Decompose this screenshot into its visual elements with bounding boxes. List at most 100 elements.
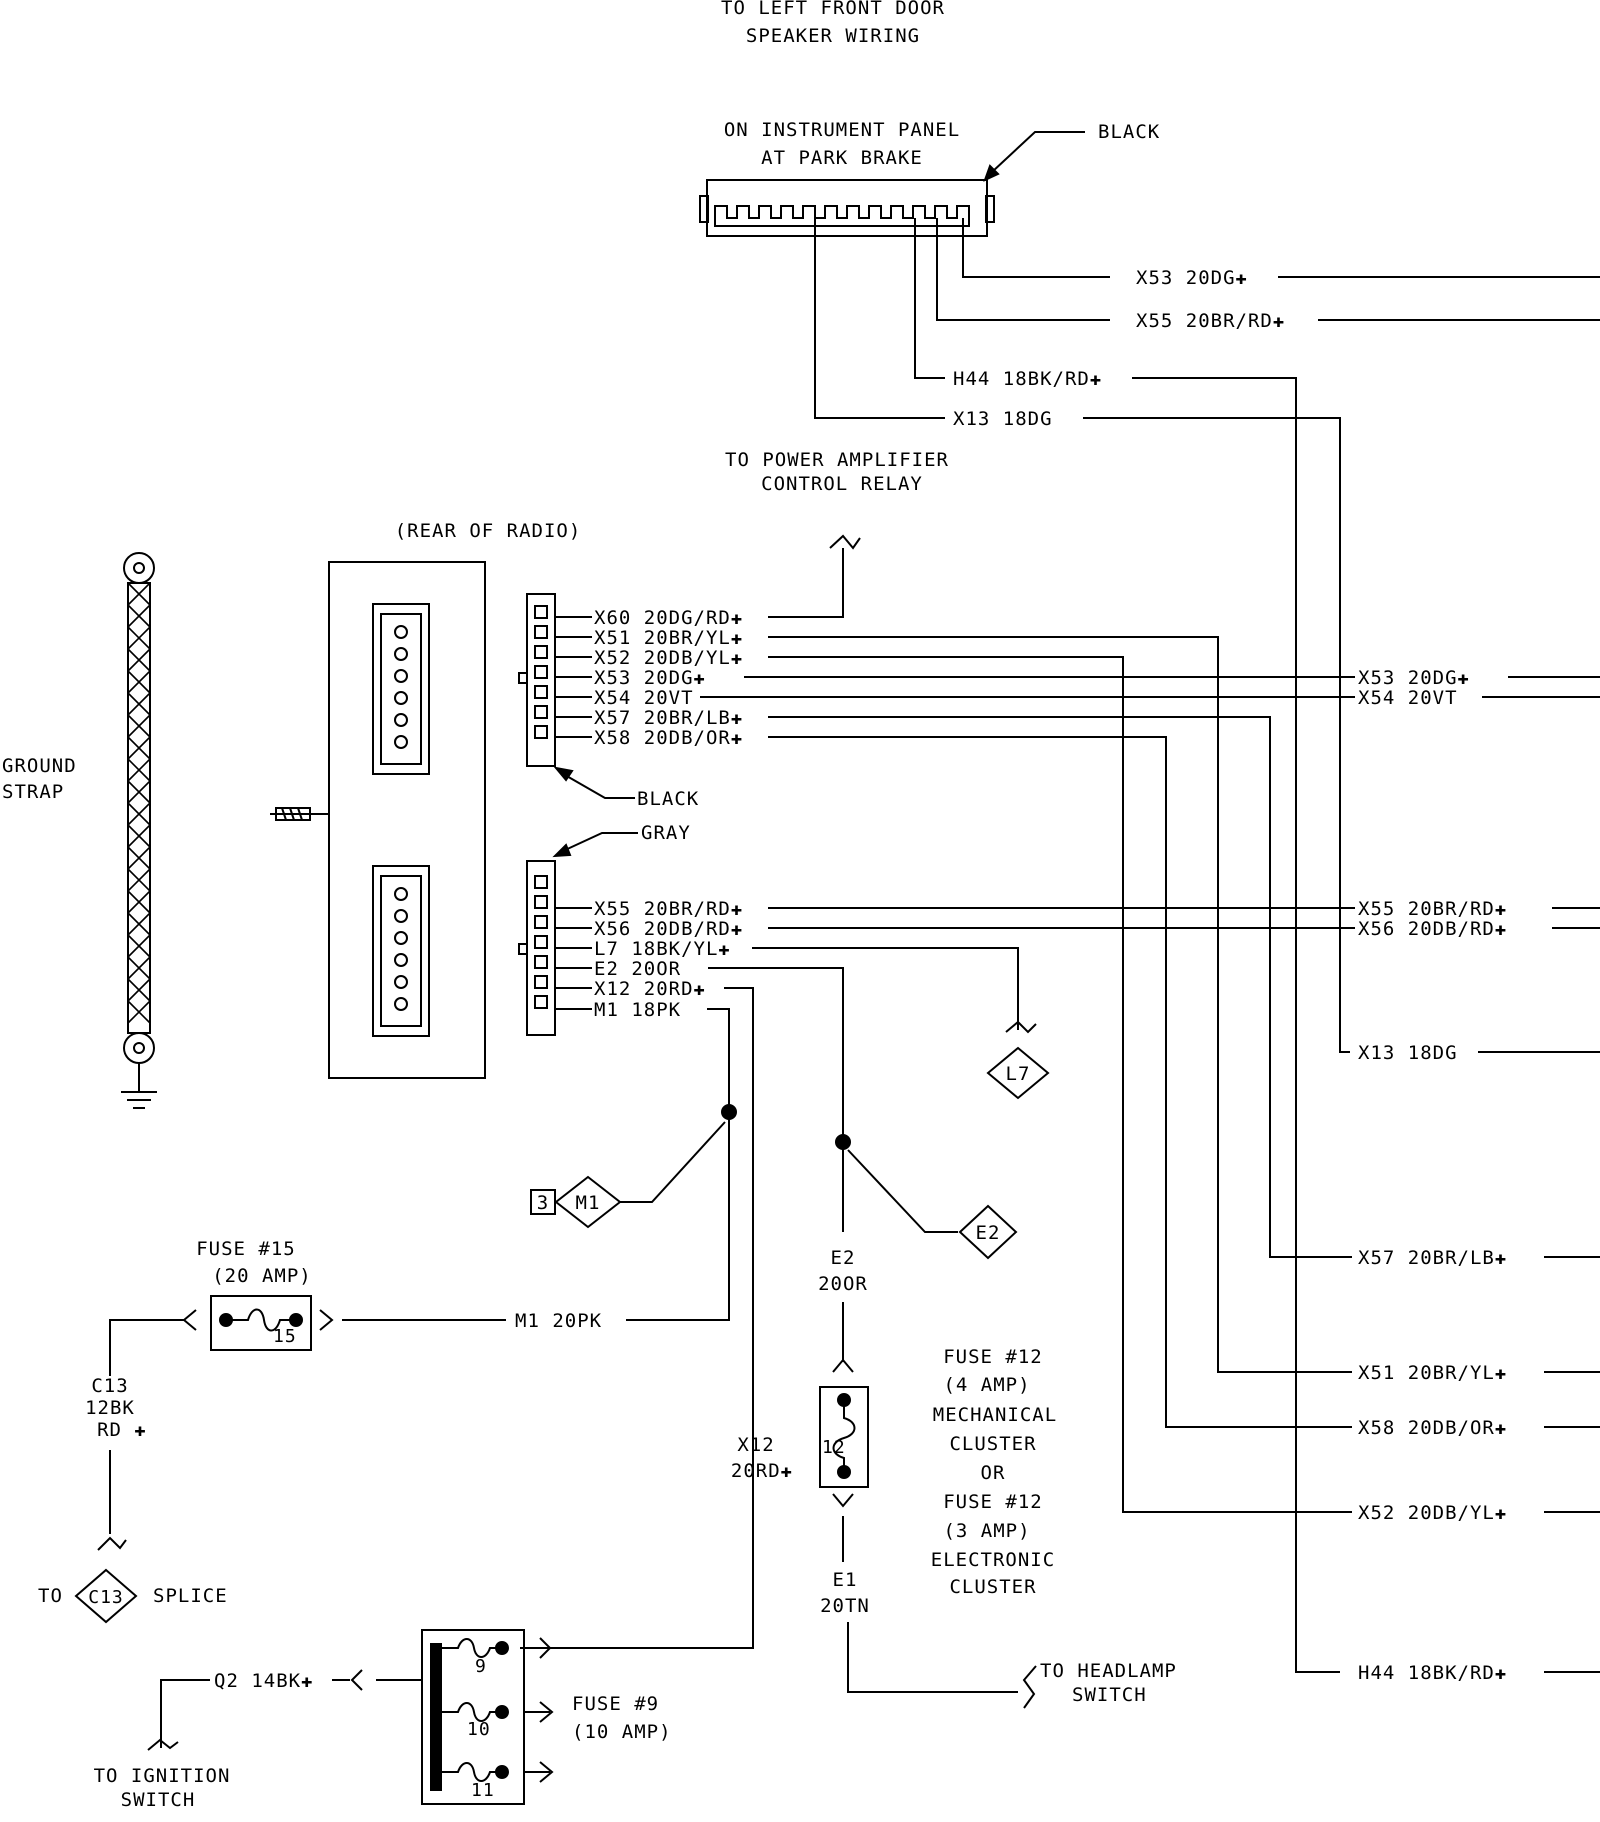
e2-splice-label: E2	[976, 1222, 1001, 1244]
e2-wire-line1: E2	[831, 1247, 856, 1269]
fuse12-terminal-top	[837, 1393, 851, 1407]
right-label-x53: X53 20DG✚	[1358, 667, 1470, 689]
m1-splice-dot	[721, 1104, 737, 1120]
fuse15-chevron-right	[319, 1309, 334, 1331]
m1-splice-leader	[620, 1121, 726, 1203]
bc-wire-x53: X53 20DG✚	[594, 667, 706, 689]
wire-panel-x53	[962, 218, 1110, 278]
m1-splice-label: M1	[576, 1192, 601, 1214]
wire-h44-run	[1132, 377, 1340, 1673]
bc-wire-x51: X51 20BR/YL✚	[594, 627, 743, 649]
c13-splice-suffix: SPLICE	[153, 1585, 228, 1607]
fuse15-line1: FUSE #15	[196, 1238, 296, 1260]
l7-splice	[986, 1046, 1050, 1100]
wire-m1-20pk	[626, 1112, 730, 1321]
ground-strap-line1: GROUND	[2, 755, 77, 777]
fuse15-terminal-left	[219, 1313, 233, 1327]
fuse15-line2: (20 AMP)	[212, 1265, 312, 1287]
fuse12-chevron-top	[832, 1358, 854, 1373]
e1-wire-line2: 20TN	[820, 1595, 870, 1617]
x12-wire-line1: X12	[737, 1434, 774, 1456]
c13-wire-line2: 12BK	[85, 1397, 135, 1419]
amp-relay-wire	[768, 548, 844, 618]
bc-wire-x60: X60 20DG/RD✚	[594, 607, 743, 629]
wire-panel-x55	[936, 218, 1110, 321]
black-connector-arrow	[553, 766, 574, 782]
q2-wire: Q2 14BK✚	[214, 1670, 314, 1692]
panel-connector-label2: AT PARK BRAKE	[761, 147, 923, 169]
q2-chevron	[350, 1669, 363, 1691]
gray-connector-color: GRAY	[641, 822, 691, 844]
right-label-x13: X13 18DG	[1358, 1042, 1458, 1064]
panel-connector-arrow	[983, 164, 1000, 182]
wire-m1-run	[707, 1008, 730, 1112]
fuse12-desc-line5: OR	[981, 1462, 1006, 1484]
c13-break	[97, 1536, 127, 1551]
fuse9-terminal-10	[495, 1705, 509, 1719]
l7-break	[1005, 1020, 1037, 1034]
fuse9-chevron-9	[539, 1637, 552, 1659]
gc-wire-x12: X12 20RD✚	[594, 978, 706, 1000]
right-label-x54: X54 20VT	[1358, 687, 1458, 709]
fuse9-block	[421, 1629, 525, 1805]
fuse12-number: 12	[822, 1437, 846, 1458]
fuse9-arrow-11	[539, 1761, 554, 1783]
wire-q2-down	[160, 1679, 210, 1748]
fuse12-desc-line2: (4 AMP)	[943, 1374, 1030, 1396]
wire-c13	[109, 1319, 184, 1376]
panel-wire-h44: H44 18BK/RD✚	[953, 368, 1102, 390]
radio-connector-upper	[372, 603, 430, 775]
black-connector	[518, 593, 556, 767]
wire-x57-run	[768, 716, 1352, 1258]
right-label-x51: X51 20BR/YL✚	[1358, 1362, 1507, 1384]
gc-wire-e2: E2 20OR	[594, 958, 681, 980]
panel-connector-label1: ON INSTRUMENT PANEL	[724, 119, 960, 141]
amp-relay-line1: TO POWER AMPLIFIER	[725, 449, 949, 471]
ignition-line1: TO IGNITION	[94, 1765, 231, 1787]
headlamp-line2: SWITCH	[1072, 1684, 1147, 1706]
fuse12-desc-line7: (3 AMP)	[943, 1520, 1030, 1542]
fuse12-element	[832, 1406, 856, 1466]
panel-connector-color-leader	[991, 131, 1085, 173]
gc-wire-x56: X56 20DB/RD✚	[594, 918, 743, 940]
wire-l7-run	[752, 947, 1019, 1030]
fuse12-desc-line8: ELECTRONIC	[931, 1549, 1055, 1571]
l7-splice-label: L7	[1006, 1063, 1031, 1085]
fuse12-terminal-bottom	[837, 1465, 851, 1479]
wire-x52-run	[768, 656, 1352, 1513]
e2-splice	[958, 1204, 1018, 1260]
wire-e2-run	[708, 967, 844, 1142]
fuse15-wire: M1 20PK	[515, 1310, 602, 1332]
ignition-line2: SWITCH	[121, 1789, 196, 1811]
gray-connector-arrow	[552, 843, 572, 858]
fuse15-element	[232, 1308, 290, 1332]
top-note-line2: SPEAKER WIRING	[746, 25, 920, 47]
e2-splice-leader	[847, 1149, 958, 1233]
fuse15-terminal-right	[289, 1313, 303, 1327]
fuse15-chevron-left	[182, 1309, 197, 1331]
bc-wire-x58: X58 20DB/OR✚	[594, 727, 743, 749]
wire-panel-h44	[914, 218, 945, 379]
headlamp-break	[1022, 1665, 1037, 1709]
fuse9-arrow-10	[539, 1701, 554, 1723]
fuse12-desc-line3: MECHANICAL	[933, 1404, 1057, 1426]
fuse9-number-10: 10	[467, 1719, 491, 1740]
gc-wire-x55: X55 20BR/RD✚	[594, 898, 743, 920]
ground-strap	[121, 552, 157, 1109]
fuse9-number-11: 11	[471, 1780, 495, 1801]
amp-relay-line2: CONTROL RELAY	[761, 473, 923, 495]
wire-x51-run	[768, 636, 1352, 1373]
top-note-line1: TO LEFT FRONT DOOR	[721, 0, 945, 19]
right-label-x55: X55 20BR/RD✚	[1358, 898, 1507, 920]
panel-wire-x55: X55 20BR/RD✚	[1136, 310, 1285, 332]
wire-e1-run	[847, 1622, 1018, 1693]
c13-wire-line3: RD ✚	[97, 1419, 147, 1441]
fuse15-box	[210, 1295, 312, 1351]
m1-splice	[554, 1175, 622, 1229]
gc-wire-m1: M1 18PK	[594, 999, 681, 1021]
wire-panel-x13	[814, 218, 945, 419]
panel-connector-color: BLACK	[1098, 121, 1160, 143]
e2-wire-line2: 20OR	[818, 1273, 868, 1295]
right-label-x56: X56 20DB/RD✚	[1358, 918, 1507, 940]
